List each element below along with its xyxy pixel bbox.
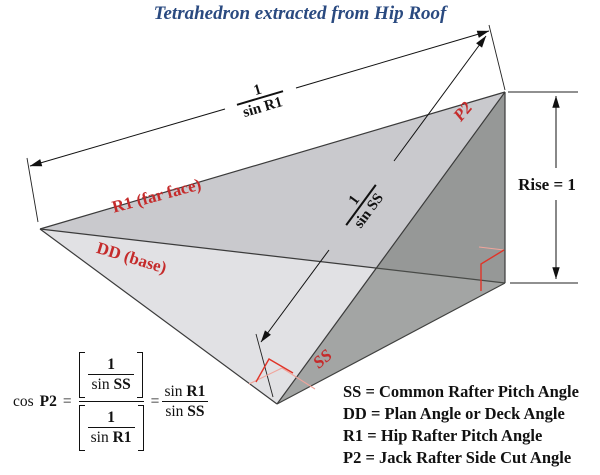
common-dim-fraction-bar [345,184,377,226]
fraction-sinr1-over-sinss: sin R1 sin SS [162,383,208,421]
extension-line-left-vertex [26,157,39,223]
legend-line-dd: DD = Plan Angle or Deck Angle [343,404,565,423]
den-sin-ss-2: sin SS [162,400,208,421]
sin-text: sin [91,376,110,393]
r1-text-2: R1 [186,382,206,400]
right-angle-mark-right-light [478,246,505,251]
legend-line-p2: P2 = Jack Rafter Side Cut Angle [343,448,572,467]
edge-common-rafter [276,91,506,405]
hip-dim-denominator: sin R1 [241,94,284,121]
angle-legend: SS = Common Rafter Pitch Angle DD = Plan… [343,381,579,469]
formula-main-bar [78,401,144,402]
sin-text-4: sin [165,402,184,420]
legend-line-ss: SS = Common Rafter Pitch Angle [343,382,579,401]
formula-cos: cos [13,392,34,410]
formula-p2: P2 [39,392,57,410]
edge-plan-left [39,228,278,405]
edge-plan-run [39,228,506,284]
ss-text-2: SS [187,402,205,420]
hip-dim-numerator: 1 [252,82,264,99]
base-face-polygon [40,229,505,404]
sin-text-2: sin [90,429,109,446]
fraction-1-over-sinr1: 1 sin R1 [87,409,135,447]
den-sin-r1: sin R1 [87,427,135,447]
legend-line-r1: R1 = Hip Rafter Pitch Angle [343,426,543,445]
edge-plan-front [276,282,506,405]
sin-text-3: sin [164,382,183,400]
ss-text: SS [113,376,131,393]
formula-main-numerator: 1 sin SS [79,352,144,398]
right-angle-mark-bottom [255,358,294,383]
extension-line-bottom-vertex [255,333,274,398]
common-dimension-line-upper [393,35,487,162]
r1-text: R1 [112,429,132,446]
num-one-2: 1 [107,409,115,426]
formula-equals-2: = [150,392,160,410]
cos-p2-formula: cos P2 = 1 sin SS 1 sin R1 [10,352,208,451]
formula-main-denominator: 1 sin R1 [78,405,144,451]
bracket-sin-ss: 1 sin SS [79,352,143,398]
figure-title: Tetrahedron extracted from Hip Roof [153,3,447,24]
num-one: 1 [107,356,115,373]
formula-main-fraction: 1 sin SS 1 sin R1 [78,352,144,451]
rise-label: Rise = 1 [518,175,576,194]
far-face-polygon [40,92,505,283]
fraction-1-over-sinss: 1 sin SS [88,356,134,394]
right-angle-mark-right [480,249,505,291]
den-sin-ss: sin SS [88,374,134,394]
extension-line-apex [488,24,506,91]
right-angle-mark-bottom-light [248,367,316,390]
formula-equals-1: = [62,392,72,410]
hip-dimension-line-left [29,108,226,167]
hip-dim-fraction-bar [236,90,284,106]
hip-dimension-label: 1 sin R1 [236,82,284,121]
bracket-sin-r1: 1 sin R1 [78,405,144,451]
common-dimension-line-lower [260,249,330,343]
hip-dimension-line-right [295,30,490,89]
num-sin-r1: sin R1 [162,383,207,401]
